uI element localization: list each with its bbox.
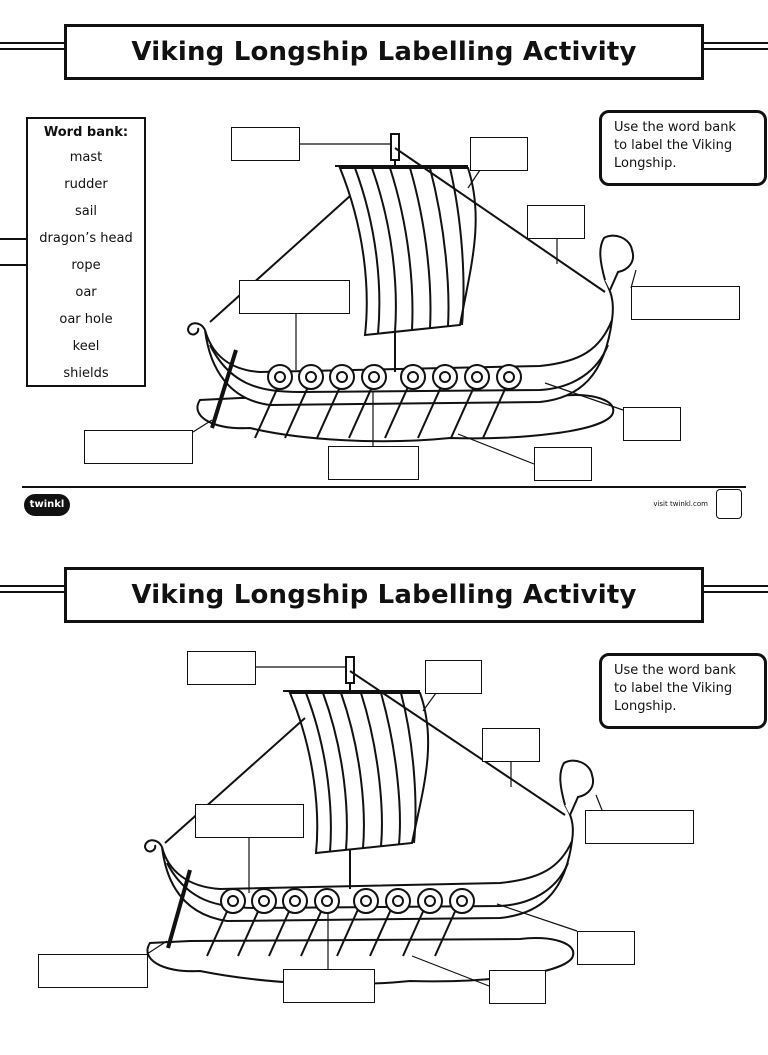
answer-box[interactable] [470, 137, 528, 171]
banner-line-left [0, 42, 66, 50]
answer-box[interactable] [631, 286, 740, 320]
answer-box[interactable] [84, 430, 193, 464]
answer-box[interactable] [187, 651, 256, 685]
word-bank-item: keel [72, 339, 100, 354]
quality-badge-icon [716, 489, 742, 519]
longship-illustration [143, 656, 603, 987]
answer-box[interactable] [283, 969, 375, 1003]
answer-box[interactable] [425, 660, 482, 694]
banner-line-left [0, 585, 66, 593]
footer-site-link[interactable]: visit twinkl.com [653, 500, 708, 508]
answer-box[interactable] [623, 407, 681, 441]
word-bank-heading: Word bank: [43, 125, 129, 140]
answer-box[interactable] [328, 446, 419, 480]
twinkl-logo: twinkl [24, 494, 70, 516]
title-banner: Viking Longship Labelling Activity [64, 24, 704, 80]
page-title: Viking Longship Labelling Activity [131, 37, 637, 67]
worksheet-bottom: Viking Longship Labelling Activity Use t… [0, 543, 768, 1055]
instruction-box: Use the word bank to label the Viking Lo… [599, 110, 767, 186]
instruction-box: Use the word bank to label the Viking Lo… [599, 653, 767, 729]
word-bank-item: shields [63, 366, 109, 381]
answer-box[interactable] [239, 280, 350, 314]
word-bank: Word bank: mast rudder sail dragon’s hea… [26, 117, 146, 387]
word-bank-item: mast [69, 150, 103, 165]
answer-box[interactable] [482, 728, 540, 762]
word-bank-item: rudder [64, 177, 108, 192]
answer-box[interactable] [489, 970, 546, 1004]
answer-box[interactable] [534, 447, 592, 481]
answer-box[interactable] [585, 810, 694, 844]
answer-box[interactable] [195, 804, 304, 838]
answer-box[interactable] [577, 931, 635, 965]
side-tab [0, 238, 26, 266]
word-bank-item: rope [71, 258, 101, 273]
answer-box[interactable] [38, 954, 148, 988]
word-bank-item: sail [75, 204, 97, 219]
worksheet-top: Viking Longship Labelling Activity Use t… [0, 0, 768, 519]
word-bank-item: oar hole [59, 312, 113, 327]
word-bank-item: dragon’s head [39, 231, 133, 246]
footer-divider [22, 486, 746, 488]
instruction-text: Use the word bank to label the Viking Lo… [614, 120, 736, 171]
word-bank-item: oar [75, 285, 97, 300]
banner-line-right [702, 42, 768, 50]
answer-box[interactable] [527, 205, 585, 239]
title-banner: Viking Longship Labelling Activity [64, 567, 704, 623]
answer-box[interactable] [231, 127, 300, 161]
longship-illustration [186, 133, 637, 465]
banner-line-right [702, 585, 768, 593]
page-title: Viking Longship Labelling Activity [131, 580, 637, 610]
instruction-text: Use the word bank to label the Viking Lo… [614, 663, 736, 714]
